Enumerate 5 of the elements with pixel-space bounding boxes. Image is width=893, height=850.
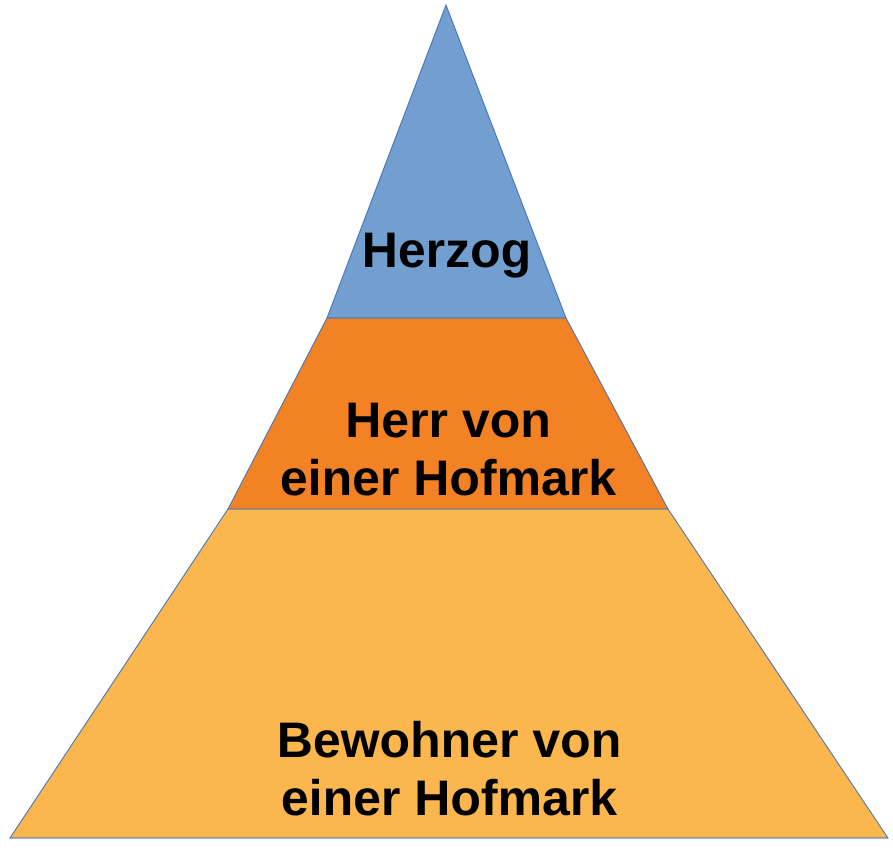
- pyramid-top-tier: [327, 5, 566, 318]
- tier-label: Herzog: [362, 221, 532, 279]
- pyramid-base-tier: [10, 509, 888, 838]
- tier-label: Bewohner von einer Hofmark: [276, 711, 622, 827]
- tier-label: Herr von einer Hofmark: [279, 391, 617, 507]
